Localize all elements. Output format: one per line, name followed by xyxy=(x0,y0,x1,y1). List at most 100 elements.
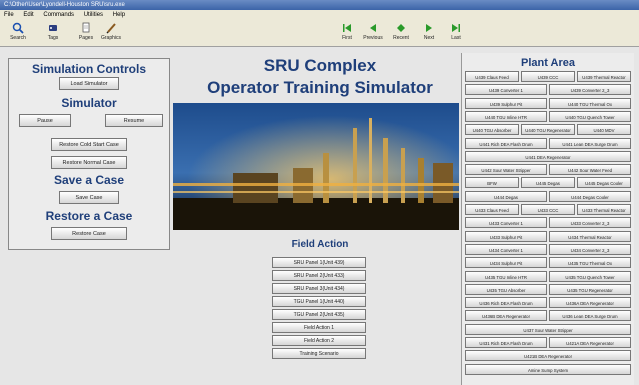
plant-area-button[interactable]: U433 CCC xyxy=(521,204,575,215)
plant-area-button[interactable]: BFW xyxy=(465,177,519,189)
plant-area-button[interactable]: U441 DEA Regenerator xyxy=(465,150,631,162)
sru-panel-3-button[interactable]: SRU Panel 3(Unit 434) xyxy=(272,283,366,294)
plant-area-button[interactable]: U437 Sour Water Stripper xyxy=(465,323,631,335)
menu-commands[interactable]: Commands xyxy=(43,12,75,18)
refinery-night-scene xyxy=(173,103,459,230)
recent-button[interactable]: Recent xyxy=(386,22,416,44)
tags-button[interactable]: Tags xyxy=(38,22,68,44)
graphics-button[interactable]: Graphics xyxy=(96,22,126,44)
plant-area-button[interactable]: U435 TGU Quench Tower xyxy=(549,270,631,282)
plant-area-button[interactable]: U421A DEA Regenerator xyxy=(549,337,631,348)
plant-area-button[interactable]: U445 Degas Cooler xyxy=(577,177,631,189)
plant-area-button[interactable]: U435 TGU Absorber xyxy=(465,283,547,295)
load-simulator-button[interactable]: Load Simulator xyxy=(59,77,119,90)
plant-area-button[interactable]: U436 Lean DEA Surge Drum xyxy=(549,310,631,322)
previous-label: Previous xyxy=(363,35,383,41)
plant-area-button[interactable]: U441 Rich DEA Flash Drum xyxy=(465,137,547,149)
field-action-1-button[interactable]: Field Action 1 xyxy=(272,322,366,333)
search-button[interactable]: Search xyxy=(3,22,33,44)
pencil-icon xyxy=(106,23,116,34)
plant-area-button[interactable]: U433 Sulphur Pit xyxy=(465,230,547,242)
last-button[interactable]: Last xyxy=(441,22,471,44)
field-action-2-button[interactable]: Field Action 2 xyxy=(272,335,366,346)
window-title-bar: C:\Other\User\Lyondell-Houston SRU\sru.e… xyxy=(0,0,639,10)
simulator-heading: Simulator xyxy=(61,96,117,110)
plant-area-button[interactable]: U439 Converter 1 xyxy=(465,84,547,96)
tags-label: Tags xyxy=(47,35,59,41)
pause-button[interactable]: Pause xyxy=(19,114,71,127)
plant-area-button[interactable]: U445 Degas xyxy=(521,177,575,189)
restore-case-button[interactable]: Restore Case xyxy=(51,227,127,240)
pages-button[interactable]: Pages xyxy=(71,22,101,44)
window-title: C:\Other\User\Lyondell-Houston SRU\sru.e… xyxy=(4,2,125,8)
plant-area-button[interactable]: U436A DEA Regenerator xyxy=(549,297,631,309)
plant-area-button[interactable]: U435 TGU Regenerator xyxy=(549,283,631,295)
menu-bar: File Edit Commands Utilities Help xyxy=(0,10,639,20)
magnifier-icon xyxy=(12,22,24,34)
plant-area-button[interactable]: U439 CCC xyxy=(521,71,575,82)
plant-area-button[interactable]: U435 TGU Thermal Ox xyxy=(549,257,631,269)
plant-area-button[interactable]: U435 TGU Inline HTR xyxy=(465,270,547,282)
plant-area-button[interactable]: U421B DEA Regenerator xyxy=(465,350,631,362)
plant-area-button[interactable]: U436 Rich DEA Flash Drum xyxy=(465,297,547,309)
plant-area-button[interactable]: U434 Converter 2_3 xyxy=(549,243,631,255)
plant-area-button[interactable]: U436B DEA Regenerator xyxy=(465,310,547,322)
first-button[interactable]: First xyxy=(332,22,362,44)
plant-area-button[interactable]: U442 Sour Water Stripper xyxy=(465,164,547,176)
plant-area-button[interactable]: U433 Converter 2_3 xyxy=(549,217,631,229)
plant-area-button[interactable]: U439 Sulphur Pit xyxy=(465,97,547,109)
plant-area-button[interactable]: U434 Thermal Reactor xyxy=(549,230,631,242)
next-label: Next xyxy=(423,35,435,41)
plant-area-button[interactable]: U442 Sour Water Feed xyxy=(549,164,631,176)
plant-area-button[interactable]: U433 Claus Feed xyxy=(465,204,519,215)
search-label: Search xyxy=(10,35,26,41)
plant-area-button[interactable]: U434 Sulphur Pit xyxy=(465,257,547,269)
plant-area-button[interactable]: U440 TGU Thermal Ox xyxy=(549,97,631,109)
plant-area-button[interactable]: U440 TGU Inline HTR xyxy=(465,110,547,122)
first-label: First xyxy=(342,35,352,41)
tgu-panel-2-button[interactable]: TGU Panel 2(Unit 435) xyxy=(272,309,366,320)
plant-area-button[interactable]: U431 Rich DEA Flash Drum xyxy=(465,337,547,348)
graphics-label: Graphics xyxy=(100,35,121,41)
plant-area-button[interactable]: U434 Converter 1 xyxy=(465,243,547,255)
menu-help[interactable]: Help xyxy=(112,12,126,18)
plant-area-button[interactable]: U440 TGU Absorber xyxy=(465,124,519,136)
plant-area-button[interactable]: U439 Thermal Reactor xyxy=(577,71,631,82)
menu-edit[interactable]: Edit xyxy=(23,12,34,18)
restore-cold-start-button[interactable]: Restore Cold Start Case xyxy=(51,138,127,151)
menu-utilities[interactable]: Utilities xyxy=(83,12,104,18)
simulation-controls-panel: Simulation Controls Load Simulator Simul… xyxy=(8,58,170,250)
previous-button[interactable]: Previous xyxy=(358,22,388,44)
plant-area-button[interactable]: U441 Lean DEA Surge Drum xyxy=(549,137,631,149)
field-action-heading: Field Action xyxy=(291,239,349,250)
refinery-image xyxy=(173,103,459,230)
menu-file[interactable]: File xyxy=(4,12,14,18)
save-case-button[interactable]: Save Case xyxy=(59,191,119,204)
plant-area-button[interactable]: U433 Converter 1 xyxy=(465,217,547,229)
restore-normal-button[interactable]: Restore Normal Case xyxy=(51,156,127,169)
restore-a-case-heading: Restore a Case xyxy=(45,209,133,223)
plant-area-button[interactable]: U440 TGU Quench Tower xyxy=(549,110,631,122)
plant-area-button[interactable]: U439 Converter 2_3 xyxy=(549,84,631,96)
next-button[interactable]: Next xyxy=(414,22,444,44)
sru-panel-1-button[interactable]: SRU Panel 1(Unit 439) xyxy=(272,257,366,268)
plant-area-button[interactable]: U439 Claus Feed xyxy=(465,71,519,82)
plant-area-button[interactable]: U440 MDV xyxy=(577,124,631,136)
pages-label: Pages xyxy=(78,35,94,41)
plant-area-button[interactable]: U440 TGU Regenerator xyxy=(521,124,575,136)
plant-area-heading: Plant Area xyxy=(520,57,575,69)
first-arrow-icon xyxy=(343,24,351,32)
plant-area-button[interactable]: U433 Thermal Reactor xyxy=(577,204,631,215)
last-label: Last xyxy=(451,35,461,41)
recent-label: Recent xyxy=(393,35,409,41)
training-scenario-button[interactable]: Training Scenario xyxy=(272,348,366,359)
sru-panel-2-button[interactable]: SRU Panel 2(Unit 433) xyxy=(272,270,366,281)
resume-button[interactable]: Resume xyxy=(105,114,163,127)
recent-icon xyxy=(397,24,405,32)
plant-area-button[interactable]: U444 Degas Cooler xyxy=(549,190,631,202)
plant-area-button[interactable]: Amine Sump System xyxy=(465,363,631,375)
tgu-panel-1-button[interactable]: TGU Panel 1(Unit 440) xyxy=(272,296,366,307)
plant-area-button[interactable]: U444 Degas xyxy=(465,190,547,202)
last-arrow-icon xyxy=(452,24,460,32)
